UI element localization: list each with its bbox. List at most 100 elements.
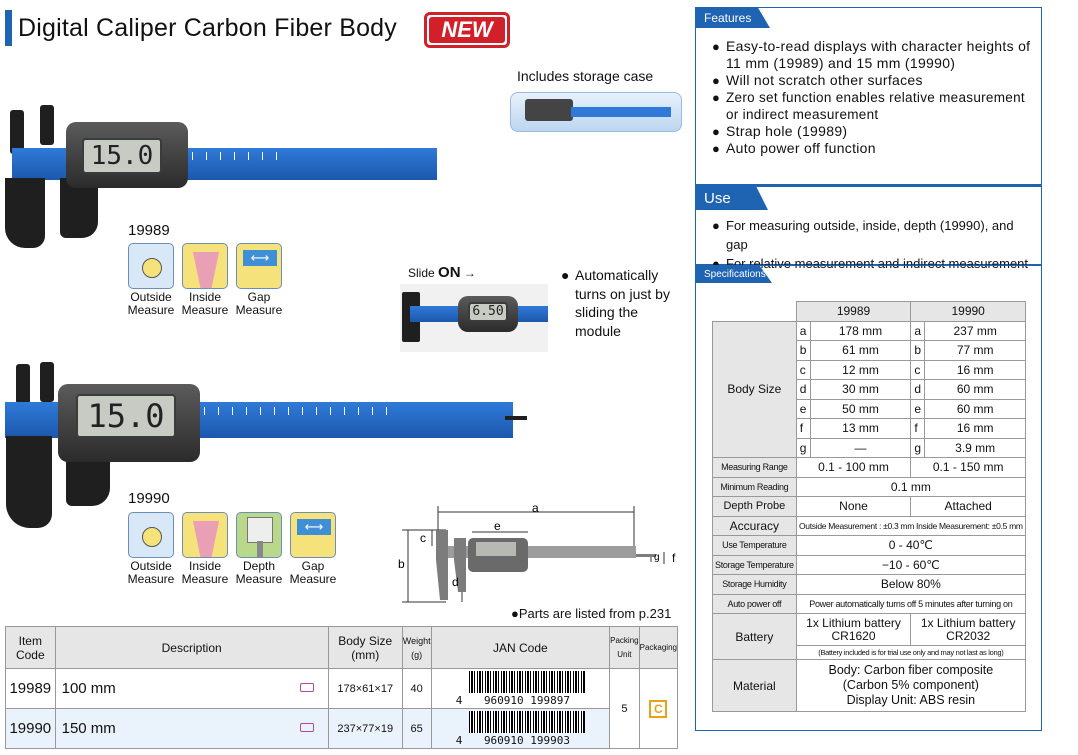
col-item-code: Item Code [5, 626, 56, 669]
use-item: For measuring outside, inside, depth (19… [712, 216, 1037, 254]
spec-measuring-range-label: Measuring Range [712, 457, 797, 478]
strap-hole-icon [299, 723, 314, 732]
parts-note: ●Parts are listed from p.231 [511, 606, 672, 621]
col-body-size: Body Size (mm) [327, 626, 403, 669]
spec-dim-key: b [910, 340, 926, 361]
use-panel: Use For measuring outside, inside, depth… [695, 187, 1042, 273]
feature-item: Easy-to-read displays with character hei… [712, 38, 1035, 72]
feature-item: Strap hole (19989) [712, 123, 1035, 140]
col-description: Description [54, 626, 329, 669]
table-row: 19990 150 mm 237×77×19 65 4 960910 19990… [5, 708, 678, 749]
item-packing-unit: 5 [609, 668, 640, 749]
spec-battery-19990: 1x Lithium battery CR2032 [910, 613, 1026, 646]
spec-dim-value: 60 mm [924, 398, 1026, 419]
spec-dim-value: 3.9 mm [924, 437, 1026, 458]
item-weight: 65 [401, 708, 432, 749]
spec-accuracy-value: Outside Measurement : ±0.3 mm Inside Mea… [795, 515, 1027, 536]
spec-depth-probe-label: Depth Probe [712, 496, 797, 517]
spec-auto-power-off-value: Power automatically turns off 5 minutes … [795, 593, 1027, 614]
spec-dim-key: g [795, 437, 811, 458]
use-heading: Use [696, 187, 768, 210]
spec-dim-key: e [795, 398, 811, 419]
spec-battery-note: (Battery included is for trial use only … [795, 645, 1027, 660]
item-code: 19989 [5, 668, 56, 709]
spec-dim-value: 237 mm [924, 320, 1026, 341]
spec-measuring-range-19989: 0.1 - 100 mm [795, 457, 912, 478]
use-item: For relative measurement and indirect me… [712, 254, 1037, 273]
measure-type-outside-19990-label: Outside Measure [127, 559, 175, 586]
spec-dim-value: — [809, 437, 912, 458]
storage-case-caption: Includes storage case [517, 68, 654, 84]
measure-type-depth-19990: Depth Measure [234, 512, 284, 586]
barcode-icon [468, 711, 585, 733]
spec-auto-power-off-label: Auto power off [712, 593, 797, 614]
spec-dim-key: d [910, 379, 926, 400]
model-19989-label: 19989 [128, 222, 170, 239]
feature-item: Zero set function enables relative measu… [712, 89, 1035, 123]
spec-dim-key: c [795, 359, 811, 380]
col-jan-code: JAN Code [430, 626, 611, 669]
spec-dim-value: 30 mm [809, 379, 912, 400]
depth-measure-icon [236, 512, 282, 558]
spec-use-temp-value: 0 - 40℃ [795, 535, 1027, 556]
auto-on-note: ●Automatically turns on just by sliding … [561, 267, 670, 339]
table-row: 19989 100 mm 178×61×17 40 4 960910 19989… [5, 668, 679, 749]
measure-type-gap-label: Gap Measure [235, 290, 283, 317]
on-text: ON [438, 264, 461, 281]
spec-dim-value: 12 mm [809, 359, 912, 380]
jan-digits: 960910 199897 [483, 694, 571, 707]
spec-dim-value: 60 mm [924, 379, 1026, 400]
feature-item: Will not scratch other surfaces [712, 72, 1035, 89]
spec-material-line: Body: Carbon fiber composite [828, 663, 994, 677]
new-badge-label: NEW [429, 17, 505, 43]
spec-dim-value: 77 mm [924, 340, 1026, 361]
spec-measuring-range-19990: 0.1 - 150 mm [910, 457, 1026, 478]
items-table: Item Code Description Body Size (mm) Wei… [5, 626, 679, 749]
spec-dim-value: 50 mm [809, 398, 912, 419]
slide-label: Slide ON → [408, 264, 476, 281]
specs-panel: Specifications [695, 265, 1042, 731]
strap-hole-icon [299, 683, 314, 692]
spec-dim-key: a [910, 320, 926, 341]
spec-use-temp-label: Use Temperature [712, 535, 797, 556]
jan-prefix: 4 [455, 694, 463, 707]
spec-storage-humidity-label: Storage Humidity [712, 574, 797, 595]
spec-dim-key: b [795, 340, 811, 361]
spec-dim-value: 16 mm [924, 359, 1026, 380]
measure-type-outside-19990: Outside Measure [126, 512, 176, 586]
item-packaging: C [638, 668, 679, 749]
spec-accuracy-label: Accuracy [712, 515, 797, 536]
item-description-text: 150 mm [61, 720, 116, 737]
auto-on-text: Automatically turns on just by sliding t… [575, 267, 670, 339]
item-description-text: 100 mm [61, 680, 116, 697]
spec-battery-19989: 1x Lithium battery CR1620 [795, 613, 912, 646]
measure-type-gap-19990: ⟷ Gap Measure [288, 512, 338, 586]
caliper-19989-display: 15.0 [82, 138, 162, 174]
spec-dim-key: d [795, 379, 811, 400]
inside-measure-icon [182, 243, 228, 289]
use-divider [695, 185, 1042, 187]
slide-text: Slide [408, 266, 435, 280]
spec-depth-probe-19990: Attached [910, 496, 1026, 517]
storage-case-image [510, 92, 682, 132]
jan-prefix: 4 [455, 734, 463, 747]
spec-battery-label: Battery [712, 613, 797, 660]
spec-body-size-label: Body Size [712, 320, 797, 458]
features-list: Easy-to-read displays with character hei… [696, 28, 1041, 157]
item-body-size: 178×61×17 [327, 668, 403, 709]
measure-type-outside: Outside Measure [126, 243, 176, 317]
spec-material-value: Body: Carbon fiber composite (Carbon 5% … [795, 659, 1027, 712]
inside-measure-icon [182, 512, 228, 558]
dim-label-a: a [532, 501, 539, 515]
measure-type-outside-label: Outside Measure [127, 290, 175, 317]
item-jan: 4 960910 199903 [430, 708, 611, 749]
page-title: Digital Caliper Carbon Fiber Body [18, 14, 397, 42]
caliper-19990-image: 15.0 [0, 362, 530, 530]
outside-measure-icon [128, 512, 174, 558]
col-packing-unit: Packing Unit [609, 626, 640, 669]
measure-type-gap: ⟷ Gap Measure [234, 243, 284, 317]
dim-label-c: c [420, 531, 426, 545]
measure-types-19990: Outside Measure Inside Measure Depth Mea… [126, 512, 346, 592]
specs-heading: Specifications [696, 266, 772, 283]
